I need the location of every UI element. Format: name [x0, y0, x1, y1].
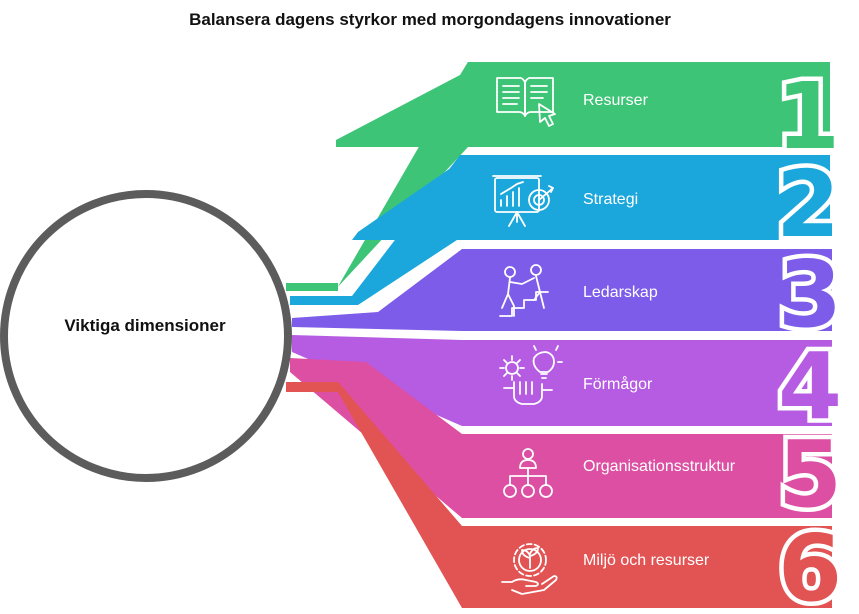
climbing-help-icon — [499, 264, 549, 317]
band-1-connector-line — [286, 283, 338, 291]
band-4-label: Förmågor — [583, 375, 653, 393]
band-3-number: 3 — [778, 241, 842, 348]
band-6-connector — [286, 382, 462, 608]
band-6-bar — [462, 526, 832, 608]
band-2-number: 2 — [776, 151, 840, 258]
band-5-bar — [462, 434, 832, 518]
band-6-number: 6 — [778, 515, 842, 614]
band-5-label: Organisationsstruktur — [583, 458, 736, 475]
center-label: Viktiga dimensioner — [64, 316, 226, 335]
band-1-connector — [288, 62, 468, 291]
center-circle — [0, 190, 292, 482]
band-4-number: 4 — [778, 333, 842, 440]
diagram-title: Balansera dagens styrkor med morgondagen… — [189, 10, 671, 29]
book-cursor-icon — [496, 77, 556, 127]
gear-bulb-hand-icon — [499, 345, 563, 405]
band-2-label: Strategi — [583, 191, 638, 208]
plant-gear-hand-icon — [501, 543, 558, 595]
band-1-label: Resurser — [583, 92, 649, 109]
band-3-bar — [462, 249, 832, 331]
band-2-bar — [352, 155, 830, 240]
band-6-label: Miljö och resurser — [583, 552, 710, 569]
band-5-number: 5 — [778, 421, 842, 528]
band-1: 1 Resurser — [286, 59, 845, 291]
center-node: Viktiga dimensioner — [0, 190, 292, 482]
band-1-bar — [336, 62, 830, 147]
band-3-connector — [292, 249, 462, 331]
band-6: 6 Miljö och resurser — [286, 382, 847, 614]
org-chart-icon — [503, 448, 553, 498]
band-3: 3 Ledarskap — [292, 237, 847, 353]
presentation-target-icon — [492, 175, 554, 227]
band-3-label: Ledarskap — [583, 284, 658, 301]
band-2: 2 Strategi — [290, 147, 845, 305]
